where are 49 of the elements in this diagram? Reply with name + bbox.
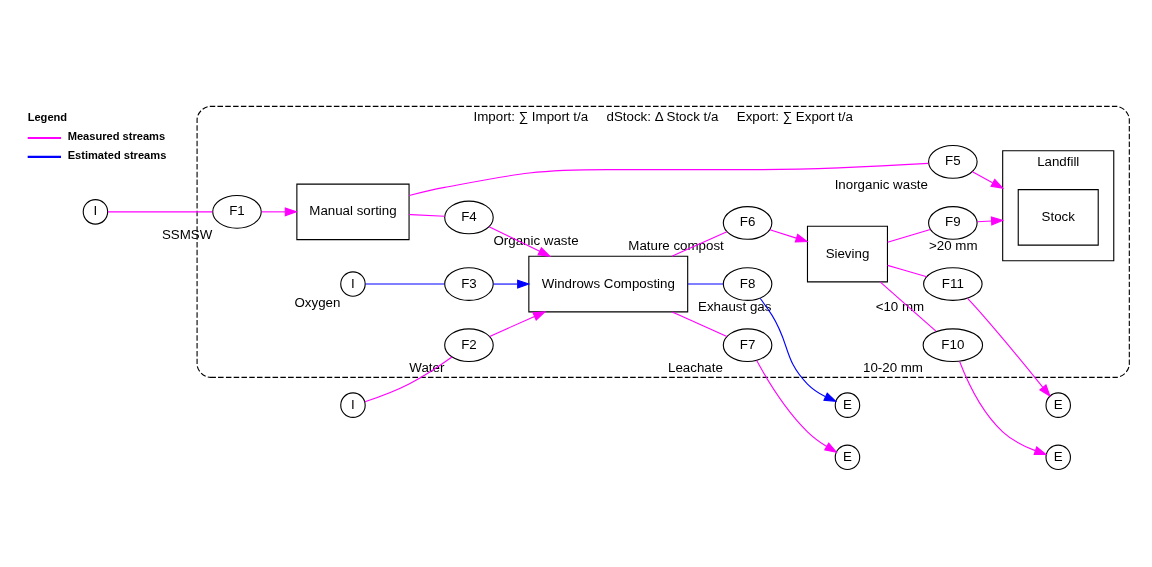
node-ellipse: F3 [444,267,494,301]
connector [887,228,931,243]
arrow [492,279,531,289]
node-ellipse: F11 [923,267,983,301]
label: Legend [27,110,68,123]
connector [879,281,937,332]
connector [671,311,728,337]
node-label: Inorganic waste [834,177,928,193]
arrow [971,171,1005,189]
connector [364,356,453,403]
node-ellipse: F2 [444,328,494,363]
node-box: Manual sorting [296,183,410,241]
node-ellipse: F6 [722,206,773,240]
arrow [976,216,1005,226]
node-label: 10-20 mm [863,360,923,376]
node-circle: I [340,392,366,418]
legend-label: Measured streams [67,129,166,142]
node-box: Sieving [806,225,888,283]
node-circle: E [1045,444,1071,471]
connector [408,162,929,197]
node-circle: E [834,444,861,471]
node-circle: E [1045,392,1071,418]
arrow [959,360,1048,455]
node-label: SSMSW [161,227,213,243]
arrow [756,360,838,454]
node-ellipse: F8 [722,267,773,301]
arrow [261,207,299,217]
node-label: Oxygen [294,294,341,310]
node-circle: E [834,392,861,418]
connector [408,214,446,217]
legend-label: Estimated streams [67,148,167,161]
node-ellipse: F5 [928,145,978,179]
arrow [967,297,1051,398]
node-ellipse: F7 [722,328,773,363]
node-ellipse: F4 [444,200,494,235]
connector [107,211,213,213]
node-ellipse: F1 [212,194,262,229]
node-circle: I [340,271,366,297]
arrow [769,229,809,243]
node-label: Leachate [668,360,723,376]
connector [887,264,928,278]
node-ellipse: F9 [928,206,978,240]
node-ellipse: F10 [922,328,984,363]
arrow [489,311,547,337]
arrow [759,297,838,403]
node-circle: I [82,199,109,225]
node-box: Windrows Composting [528,255,689,313]
node-label: >20 mm [929,238,978,254]
node-box: Stock [1017,189,1099,246]
